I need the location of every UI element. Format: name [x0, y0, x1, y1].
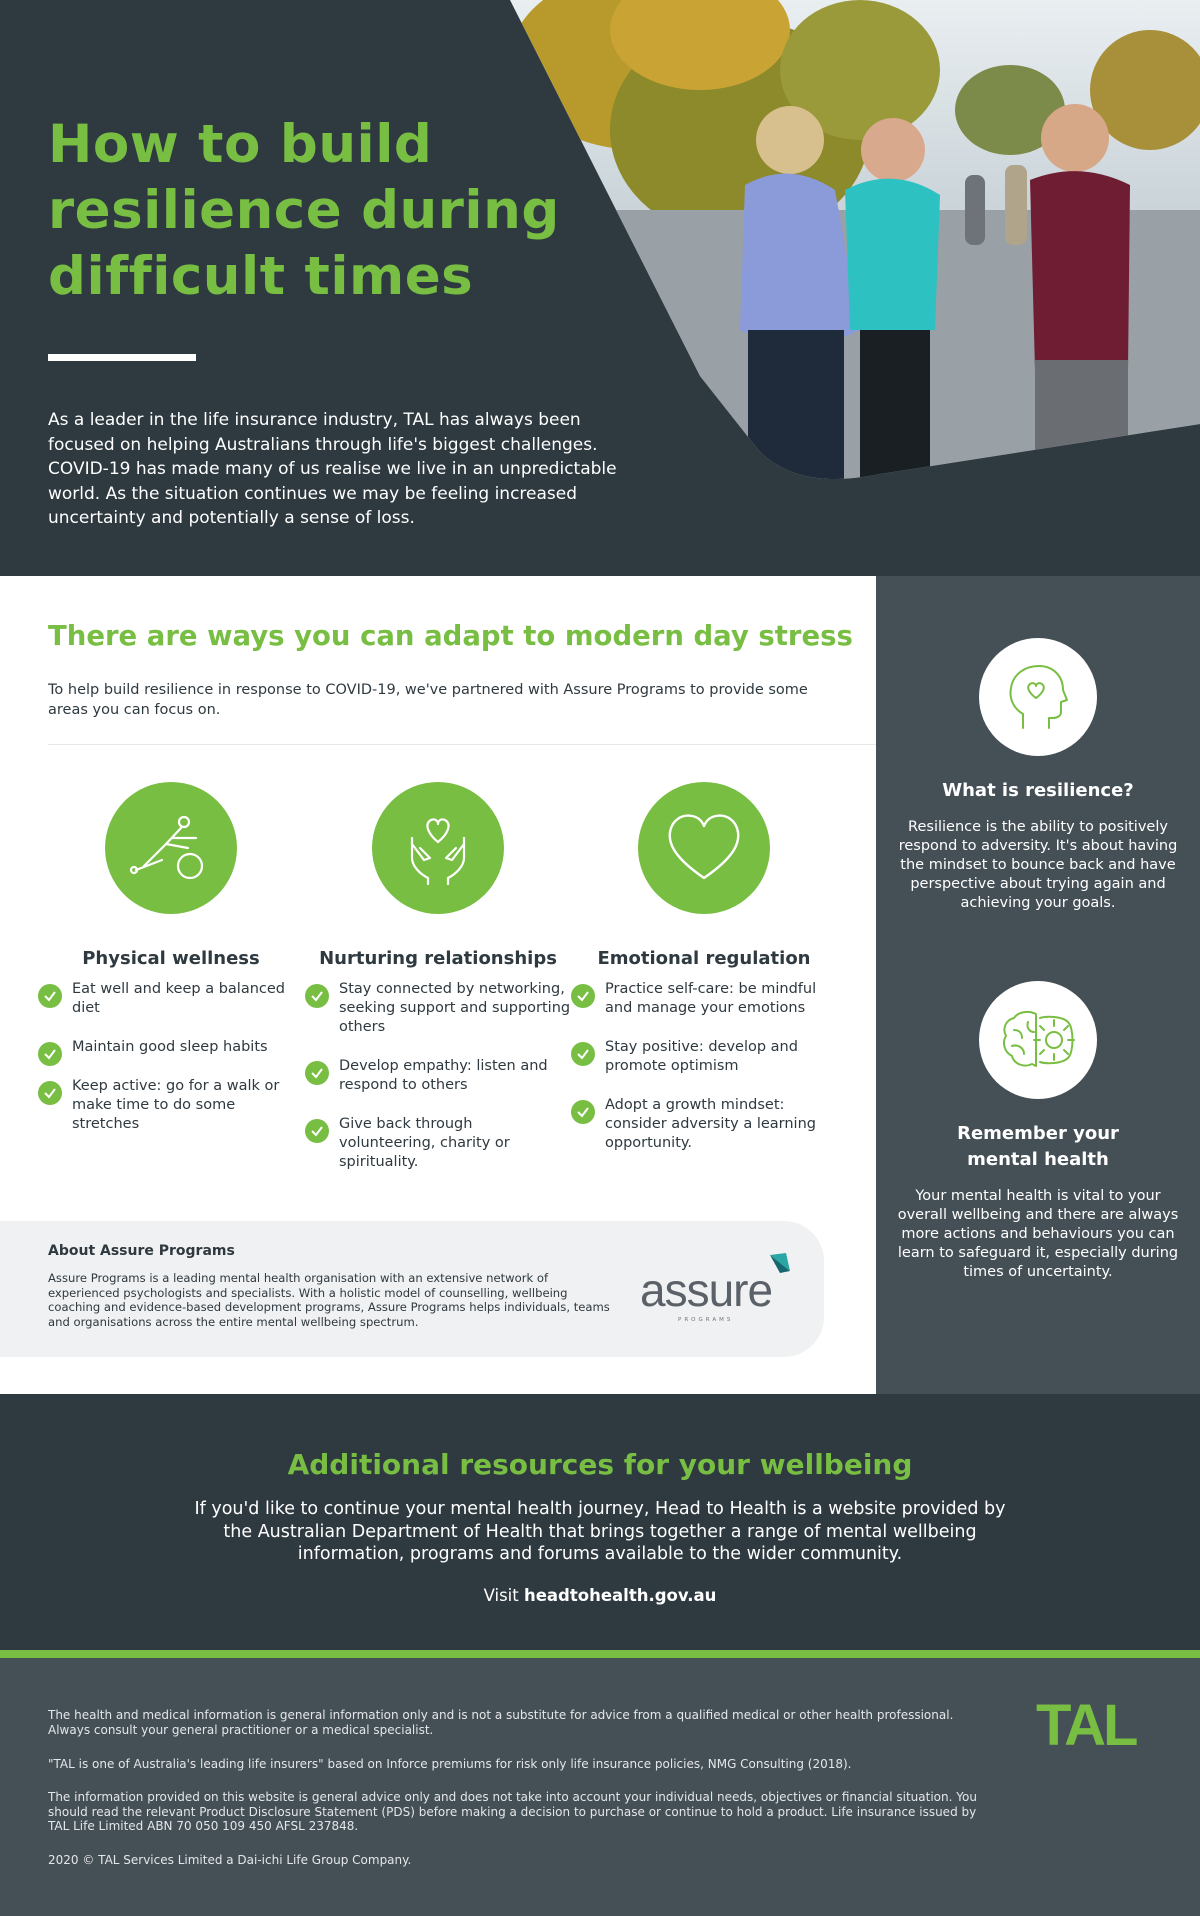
- disclaimer-medical: The health and medical information is ge…: [48, 1708, 954, 1737]
- list-item: Develop empathy: listen and respond to o…: [305, 1057, 571, 1095]
- list-item: Stay connected by networking, seeking su…: [305, 980, 571, 1037]
- column-physical-wellness: Physical wellness Eat well and keep a ba…: [38, 782, 304, 1154]
- check-icon: [38, 1042, 62, 1066]
- brain-gear-icon: [979, 981, 1097, 1099]
- headtohealth-link[interactable]: headtohealth.gov.au: [523, 1586, 717, 1605]
- assure-logo-mark: [770, 1253, 790, 1273]
- intro-paragraph: As a leader in the life insurance indust…: [48, 410, 617, 528]
- resources-title: Additional resources for your wellbeing: [287, 1448, 913, 1481]
- tips-list: Stay connected by networking, seeking su…: [305, 980, 571, 1172]
- page-title: How to build resilience during difficult…: [48, 114, 560, 307]
- column-title: Emotional regulation: [597, 948, 811, 969]
- assure-logo-word: assure: [640, 1264, 773, 1316]
- copyright: 2020 © TAL Services Limited a Dai-ichi L…: [48, 1853, 412, 1867]
- tal-logo: TAL: [1036, 1693, 1138, 1758]
- exercise-icon: [105, 782, 237, 914]
- about-assure-card: About Assure Programs Assure Programs is…: [0, 1221, 824, 1357]
- hands-heart-icon: [372, 782, 504, 914]
- heart-icon: [638, 782, 770, 914]
- list-item: Adopt a growth mindset: consider adversi…: [571, 1096, 837, 1153]
- assure-logo-sub: PROGRAMS: [678, 1317, 734, 1323]
- check-icon: [305, 1119, 329, 1143]
- check-icon: [571, 984, 595, 1008]
- disclaimer-general-advice: The information provided on this website…: [48, 1790, 977, 1834]
- check-icon: [38, 984, 62, 1008]
- visit-line: Visit headtohealth.gov.au: [0, 1586, 1200, 1605]
- sidebar: What is resilience? Resilience is the ab…: [876, 576, 1200, 1394]
- list-item: Maintain good sleep habits: [38, 1038, 304, 1066]
- visit-label: Visit: [483, 1586, 519, 1605]
- mental-health-title: Remember your mental health: [957, 1123, 1119, 1170]
- tips-list: Practice self-care: be mindful and manag…: [571, 980, 837, 1153]
- resilience-text: Resilience is the ability to positively …: [898, 819, 1178, 911]
- column-nurturing-relationships: Nurturing relationships Stay connected b…: [305, 782, 571, 1192]
- check-icon: [571, 1042, 595, 1066]
- mental-health-block: Remember your mental health Your mental …: [876, 981, 1200, 1282]
- check-icon: [305, 1061, 329, 1085]
- column-title: Physical wellness: [82, 948, 260, 969]
- column-emotional-regulation: Emotional regulation Practice self-care:…: [571, 782, 837, 1173]
- check-icon: [571, 1100, 595, 1124]
- disclaimer-ranking: "TAL is one of Australia's leading life …: [48, 1757, 852, 1771]
- resources-text: If you'd like to continue your mental he…: [194, 1499, 1006, 1564]
- column-title: Nurturing relationships: [319, 948, 557, 969]
- assure-logo: assure PROGRAMS: [640, 1251, 790, 1331]
- head-heart-icon: [979, 638, 1097, 756]
- list-item: Eat well and keep a balanced diet: [38, 980, 304, 1018]
- resilience-block: What is resilience? Resilience is the ab…: [876, 638, 1200, 913]
- tips-section: There are ways you can adapt to modern d…: [0, 576, 1200, 1394]
- resources-section: Additional resources for your wellbeing …: [0, 1394, 1200, 1650]
- section-heading: There are ways you can adapt to modern d…: [48, 620, 853, 652]
- mental-health-text: Your mental health is vital to your over…: [897, 1188, 1179, 1280]
- check-icon: [305, 984, 329, 1008]
- tips-list: Eat well and keep a balanced diet Mainta…: [38, 980, 304, 1134]
- about-text: Assure Programs is a leading mental heal…: [48, 1271, 610, 1329]
- hero-section: How to build resilience during difficult…: [0, 0, 1200, 576]
- list-item: Give back through volunteering, charity …: [305, 1115, 571, 1172]
- title-underline: [48, 354, 196, 361]
- footer: The health and medical information is ge…: [0, 1658, 1200, 1916]
- accent-bar: [0, 1650, 1200, 1658]
- list-item: Stay positive: develop and promote optim…: [571, 1038, 837, 1076]
- about-title: About Assure Programs: [48, 1243, 235, 1259]
- hero-photo: [510, 0, 1200, 479]
- divider: [48, 744, 876, 745]
- list-item: Keep active: go for a walk or make time …: [38, 1077, 304, 1134]
- list-item: Practice self-care: be mindful and manag…: [571, 980, 837, 1018]
- check-icon: [38, 1081, 62, 1105]
- section-subheading: To help build resilience in response to …: [48, 682, 808, 718]
- resilience-title: What is resilience?: [942, 780, 1134, 801]
